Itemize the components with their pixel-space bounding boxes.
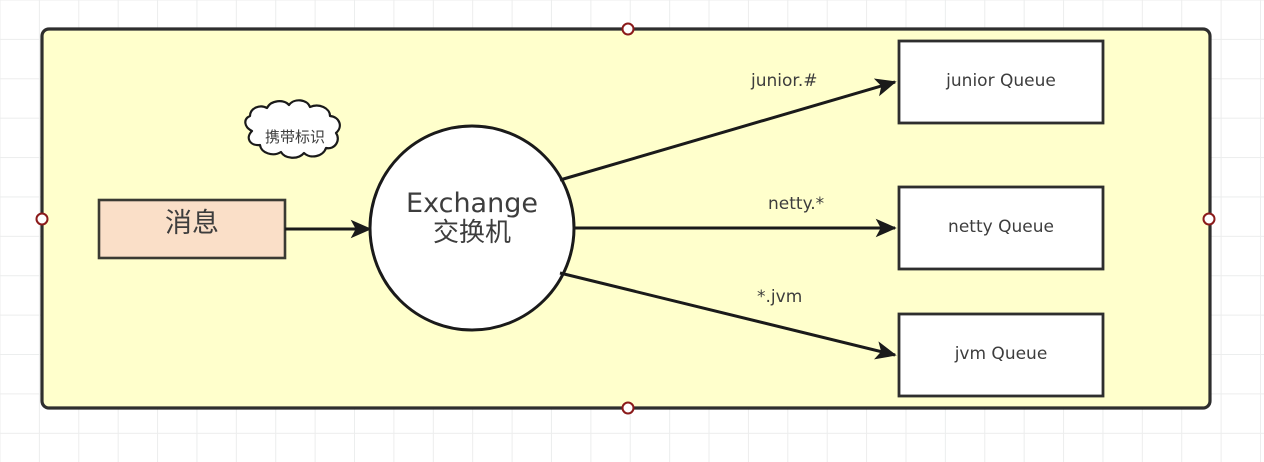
message-box[interactable]	[97, 198, 287, 260]
edge-exchange-to-junior[interactable]	[559, 78, 897, 182]
exchange-circle[interactable]	[368, 124, 576, 332]
selection-handle-bottom[interactable]	[621, 401, 635, 415]
selection-handle-left[interactable]	[35, 212, 49, 226]
tag-cloud-shape[interactable]	[244, 99, 341, 159]
selection-handle-right[interactable]	[1202, 212, 1216, 226]
queue-box-junior[interactable]	[897, 39, 1105, 125]
queue-box-jvm[interactable]	[897, 312, 1105, 398]
edge-exchange-to-jvm[interactable]	[559, 271, 897, 360]
queue-box-netty[interactable]	[897, 185, 1105, 271]
selection-handle-top[interactable]	[621, 22, 635, 36]
